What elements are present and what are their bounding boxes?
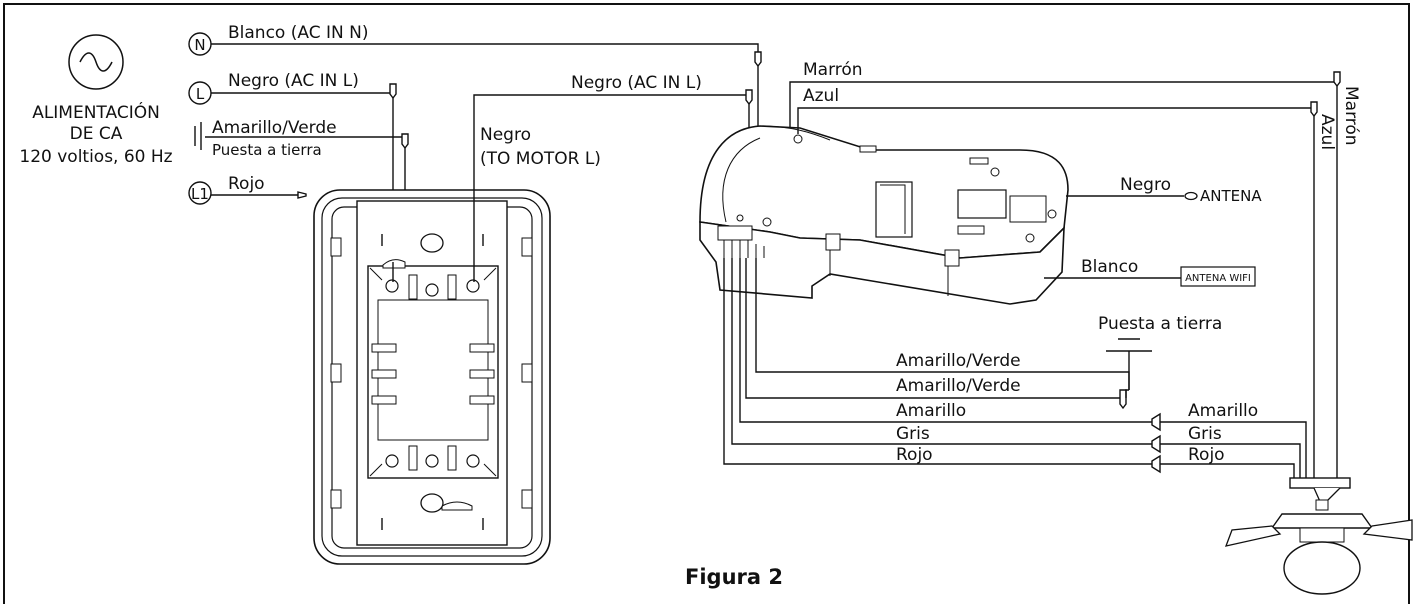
label-marron-top: Marrón xyxy=(803,60,863,80)
label-negro-motor-line1: Negro xyxy=(480,125,531,145)
wire-amarillo xyxy=(739,258,1307,478)
wire-wifi xyxy=(1044,266,1256,287)
label-antena-wifi: ANTENA WIFI xyxy=(1185,273,1251,284)
power-title-line1: ALIMENTACIÓN xyxy=(32,101,160,123)
label-puesta-tierra-left: Puesta a tierra xyxy=(212,141,322,159)
label-azul-vertical: Azul xyxy=(1317,114,1337,150)
wire-marron xyxy=(789,71,1341,478)
wire-antena xyxy=(1066,191,1198,201)
label-negro-ac-in-l-left: Negro (AC IN L) xyxy=(228,71,359,91)
label-marron-vertical: Marrón xyxy=(1341,86,1361,146)
ceiling-fan-icon xyxy=(1224,477,1413,595)
wire-negro-l-center xyxy=(473,89,753,282)
power-title-line2: DE CA xyxy=(70,124,123,144)
svg-text:L1: L1 xyxy=(191,185,209,203)
label-azul-top: Azul xyxy=(803,86,839,106)
diagram-border xyxy=(3,3,1410,604)
label-gris-right: Gris xyxy=(1188,424,1222,444)
wire-gris xyxy=(731,258,1301,478)
terminal-n: N xyxy=(188,32,212,56)
power-title-line3: 120 voltios, 60 Hz xyxy=(19,147,172,167)
label-rojo-left: Rojo xyxy=(228,174,265,194)
wire-blanco-n xyxy=(211,43,762,128)
label-gris-mid: Gris xyxy=(896,424,930,444)
label-negro-antena: Negro xyxy=(1120,175,1171,195)
receiver-module-icon xyxy=(699,125,1069,305)
label-amarillo-verde-2: Amarillo/Verde xyxy=(896,376,1021,396)
ground-symbol-left xyxy=(194,122,202,150)
label-amarillo-right: Amarillo xyxy=(1188,401,1258,421)
label-negro-ac-in-l-center: Negro (AC IN L) xyxy=(571,73,702,93)
label-blanco-wifi: Blanco xyxy=(1081,257,1138,277)
label-negro-motor-line2: (TO MOTOR L) xyxy=(480,149,601,169)
label-amarillo-verde-left: Amarillo/Verde xyxy=(212,118,337,138)
label-blanco-ac-in-n: Blanco (AC IN N) xyxy=(228,23,368,43)
ac-sine-icon xyxy=(68,34,124,90)
wire-amarillo-verde-2 xyxy=(745,258,1129,410)
label-rojo-right: Rojo xyxy=(1188,445,1225,465)
svg-text:L: L xyxy=(196,85,205,103)
svg-text:N: N xyxy=(194,36,205,54)
terminal-l: L xyxy=(188,81,212,105)
figure-caption: Figura 2 xyxy=(685,565,783,589)
terminal-l1: L1 xyxy=(188,181,212,205)
label-antena: ANTENA xyxy=(1200,187,1262,205)
label-rojo-mid: Rojo xyxy=(896,445,933,465)
wall-box-icon xyxy=(313,189,551,565)
wire-rojo-left xyxy=(211,191,307,199)
wire-amarillo-verde-1 xyxy=(755,258,1130,390)
wire-azul xyxy=(797,101,1318,478)
wire-rojo xyxy=(723,258,1295,478)
label-puesta-tierra-right: Puesta a tierra xyxy=(1098,314,1222,334)
label-amarillo-verde-1: Amarillo/Verde xyxy=(896,351,1021,371)
label-amarillo-mid: Amarillo xyxy=(896,401,966,421)
